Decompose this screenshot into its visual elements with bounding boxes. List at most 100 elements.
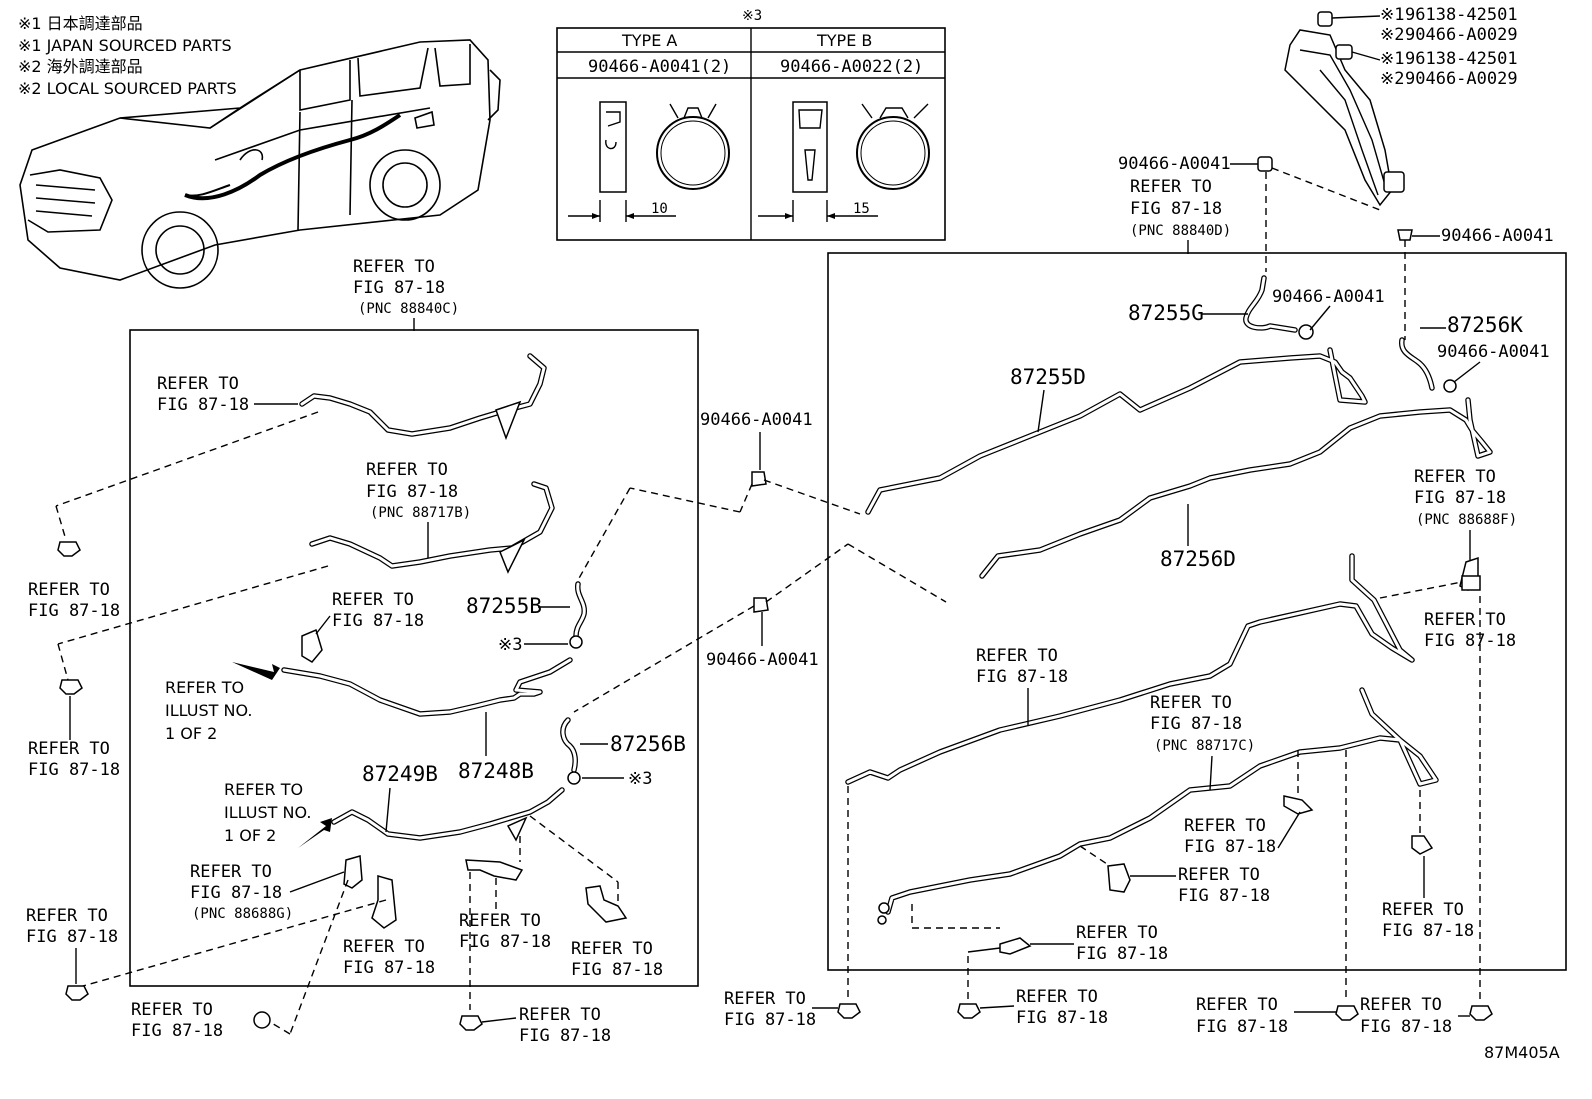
hose-87255g: 87255G 90466-A0041 — [1128, 275, 1385, 340]
label-87255b: 87255B — [466, 594, 542, 618]
label-90466-a0041-right: 90466-A0041 — [1441, 226, 1554, 246]
pipe-left-second: REFER TO FIG 87-18 (PNC 88717B) — [309, 460, 555, 574]
hose-87256k: 87256K 90466-A0041 — [1399, 313, 1550, 393]
label-90466-a0029-b: 90466-A0029 — [1405, 69, 1518, 89]
label-90466-a0029-a: 90466-A0029 — [1405, 25, 1518, 45]
fig-bracket-c: FIG 87-18 — [1178, 886, 1270, 906]
dim-a-label: 10 — [651, 201, 668, 217]
refer-bracket-b: REFER TO — [1382, 900, 1464, 920]
pipe-87256d: 87256D — [979, 397, 1493, 579]
refer-left-3: REFER TO — [26, 906, 108, 926]
refer-bracket-c: REFER TO — [1178, 865, 1260, 885]
arrow-to-illust-b — [298, 818, 332, 848]
refer-left-1: REFER TO — [28, 580, 110, 600]
fig-left-1: FIG 87-18 — [28, 601, 120, 621]
refer-bottom-2: REFER TO — [1016, 987, 1098, 1007]
fig-bracket-d: FIG 87-18 — [1076, 944, 1168, 964]
label-90466-a0041-g: 90466-A0041 — [1272, 287, 1385, 307]
refer-bottom-left-1: REFER TO — [131, 1000, 213, 1020]
left-outside-fasteners: REFER TO FIG 87-18 REFER TO FIG 87-18 RE… — [26, 411, 387, 1001]
pnc-88717b: (PNC 88717B) — [370, 505, 471, 521]
refer-right-side: REFER TO — [1424, 610, 1506, 630]
label-j1-b: ※1 — [1380, 49, 1404, 69]
refer-bracket-d: REFER TO — [1076, 923, 1158, 943]
fig-left-2: FIG 87-18 — [28, 760, 120, 780]
fig-lower-right: FIG 87-18 — [1150, 714, 1242, 734]
type-a-part-no: 90466-A0041(2) — [588, 57, 731, 77]
label-87256k: 87256K — [1447, 313, 1523, 337]
refer-left-top: REFER TO — [157, 374, 239, 394]
illustration-code: 87M405A — [1484, 1043, 1560, 1062]
type-b-part-no: 90466-A0022(2) — [780, 57, 923, 77]
dim-b-label: 15 — [853, 201, 870, 217]
illust-b-page: 1 OF 2 — [224, 826, 276, 845]
fig-bracket-lower-2: FIG 87-18 — [459, 932, 551, 952]
fig-bottom-2: FIG 87-18 — [1016, 1008, 1108, 1028]
clamp-type-table: ※3 TYPE A TYPE B 90466-A0041(2) 90466-A0… — [556, 8, 946, 241]
label-96138-a: 96138-42501 — [1405, 5, 1518, 25]
legend: ※1 日本調達部品 ※1 JAPAN SOURCED PARTS ※2 海外調達… — [18, 14, 237, 98]
pnc-88840c: (PNC 88840C) — [358, 301, 459, 317]
refer-bottom-4: REFER TO — [1360, 995, 1442, 1015]
legend-line-1: ※1 日本調達部品 — [18, 14, 143, 33]
label-j2-a: ※2 — [1380, 25, 1404, 45]
left-box-header: REFER TO FIG 87-18 (PNC 88840C) — [353, 257, 459, 331]
refer-illust-a: REFER TO — [165, 678, 244, 697]
clip-90466-top: 90466-A0041 REFER TO FIG 87-18 (PNC 8884… — [1118, 154, 1381, 272]
label-87248b: 87248B — [458, 759, 534, 783]
fig-bracket-b: FIG 87-18 — [1382, 921, 1474, 941]
pipe-87248b: 87248B REFER TO ILLUST NO. 1 OF 2 — [165, 657, 573, 783]
right-box-brackets: REFER TO FIG 87-18 (PNC 88688F) REFER TO… — [877, 467, 1517, 964]
refer-bottom-left-2: REFER TO — [519, 1005, 601, 1025]
refer-88717b: REFER TO — [366, 460, 448, 480]
legend-line-3: ※2 海外調達部品 — [18, 57, 143, 76]
marker-3-b: ※3 — [628, 769, 652, 789]
arrow-to-illust-a — [232, 662, 280, 680]
refer-bottom-3: REFER TO — [1196, 995, 1278, 1015]
fig-bracket-a: FIG 87-18 — [1184, 837, 1276, 857]
fig-bracket-lower-3: FIG 87-18 — [571, 960, 663, 980]
label-90466-a0041-center-a: 90466-A0041 — [700, 410, 813, 430]
vehicle-pipe-route — [184, 113, 402, 201]
fig-right-side: FIG 87-18 — [1424, 631, 1516, 651]
right-pipe-assembly-frame — [827, 252, 1567, 971]
pipe-right-lower: REFER TO FIG 87-18 (PNC 88717C) — [885, 687, 1439, 915]
top-right-clamp-assembly: ※1 96138-42501 ※2 90466-A0029 ※1 96138-4… — [1284, 5, 1518, 207]
label-90466-a0041-center-b: 90466-A0041 — [706, 650, 819, 670]
fig-bottom-left-1: FIG 87-18 — [131, 1021, 223, 1041]
label-90466-a0041-top: 90466-A0041 — [1118, 154, 1231, 174]
label-87256d: 87256D — [1160, 547, 1236, 571]
pnc-88840d: (PNC 88840D) — [1130, 223, 1231, 239]
label-87255g: 87255G — [1128, 301, 1204, 325]
refer-lower-right: REFER TO — [1150, 693, 1232, 713]
fig-88717b: FIG 87-18 — [366, 482, 458, 502]
label-87256b: 87256B — [610, 732, 686, 756]
label-j1-a: ※1 — [1380, 5, 1404, 25]
label-90466-a0041-k: 90466-A0041 — [1437, 342, 1550, 362]
label-j2-b: ※2 — [1380, 69, 1404, 89]
refer-bracket-lower-2: REFER TO — [459, 911, 541, 931]
marker-3-a: ※3 — [498, 635, 522, 655]
pnc-88717c: (PNC 88717C) — [1154, 738, 1255, 754]
fig-mid-right: FIG 87-18 — [976, 667, 1068, 687]
illust-a-page: 1 OF 2 — [165, 724, 217, 743]
label-87255d: 87255D — [1010, 365, 1086, 389]
pnc-88688f: (PNC 88688F) — [1416, 512, 1517, 528]
refer-top-1: REFER TO — [1130, 177, 1212, 197]
pipe-87249b: 87249B REFER TO ILLUST NO. 1 OF 2 — [224, 762, 565, 848]
refer-bottom-1: REFER TO — [724, 989, 806, 1009]
refer-illust-b: REFER TO — [224, 780, 303, 799]
label-87249b: 87249B — [362, 762, 438, 786]
hose-87255b: 87255B ※3 — [466, 581, 587, 655]
refer-bracket-left: REFER TO — [332, 590, 414, 610]
hose-87256b: 87256B ※3 — [560, 717, 686, 789]
fig-bottom-4: FIG 87-18 — [1360, 1017, 1452, 1037]
left-lower-brackets: REFER TO FIG 87-18 (PNC 88688G) REFER TO… — [190, 815, 663, 980]
center-clips: 90466-A0041 90466-A0041 — [573, 410, 947, 713]
refer-88688g: REFER TO — [190, 862, 272, 882]
fig-88688f: FIG 87-18 — [1414, 488, 1506, 508]
fig-bottom-3: FIG 87-18 — [1196, 1017, 1288, 1037]
fig-bottom-1: FIG 87-18 — [724, 1010, 816, 1030]
refer-bracket-lower-1: REFER TO — [343, 937, 425, 957]
legend-line-4: ※2 LOCAL SOURCED PARTS — [18, 79, 237, 98]
